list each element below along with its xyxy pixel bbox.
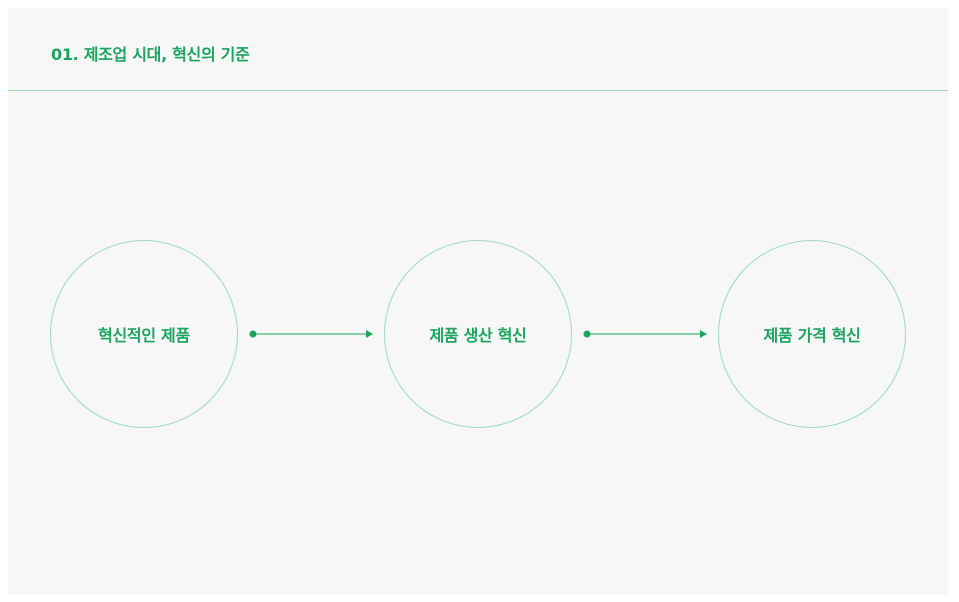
arrow-head-icon	[700, 330, 707, 338]
flow-step-price-innovation: 제품 가격 혁신	[718, 240, 906, 428]
flow-step-innovative-product: 혁신적인 제품	[50, 240, 238, 428]
flow-step-label: 제품 생산 혁신	[429, 326, 527, 345]
page-title: 01. 제조업 시대, 혁신의 기준	[51, 45, 250, 64]
flow-step-label: 혁신적인 제품	[98, 326, 190, 345]
header-divider	[8, 90, 948, 91]
flow-arrow-1	[249, 330, 373, 338]
flow-step-label: 제품 가격 혁신	[763, 326, 861, 345]
process-flow: 혁신적인 제품 제품 생산 혁신 제품 가격 혁신	[8, 8, 948, 595]
slide: 01. 제조업 시대, 혁신의 기준 혁신적인 제품 제품 생산 혁신 제품 가…	[8, 8, 948, 595]
arrow-start-dot	[249, 330, 257, 338]
arrow-head-icon	[366, 330, 373, 338]
flow-step-production-innovation: 제품 생산 혁신	[384, 240, 572, 428]
flow-arrow-2	[583, 330, 707, 338]
arrow-start-dot	[583, 330, 591, 338]
